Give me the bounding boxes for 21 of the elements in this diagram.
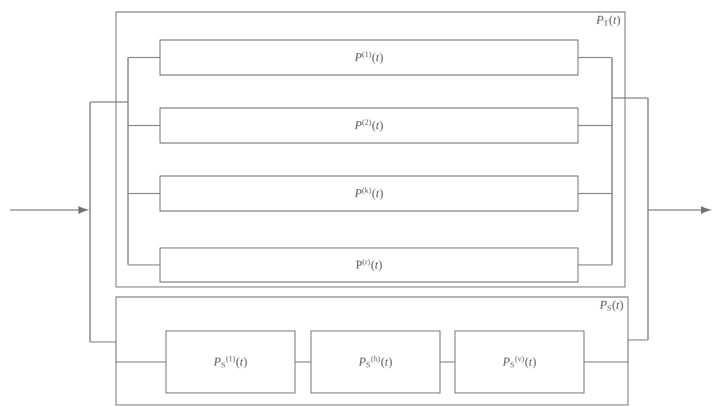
process-box: P$^{(k)}$(t) bbox=[160, 176, 578, 212]
connector-line bbox=[578, 264, 612, 266]
connector-line bbox=[584, 340, 648, 362]
connector-line bbox=[128, 125, 160, 126]
process-box: P$^{(r)}$(t) bbox=[160, 248, 578, 282]
process-box: P$_{S}$$^{(v)}$(t) bbox=[454, 330, 584, 394]
arrow bbox=[10, 206, 88, 214]
process-box: P$_{S}$$^{(1)}$(t) bbox=[166, 330, 296, 394]
connector-line bbox=[90, 342, 166, 362]
process-box: P$^{(1)}$(t) bbox=[160, 40, 578, 76]
connector-line bbox=[128, 193, 160, 194]
connector-line bbox=[578, 193, 612, 194]
connector-line bbox=[578, 57, 612, 58]
connector-line bbox=[578, 125, 612, 126]
arrow bbox=[648, 206, 711, 214]
connector-line bbox=[128, 264, 160, 266]
group-label: P$_{T}$(t) bbox=[596, 15, 620, 26]
process-box: P$^{(2)}$(t) bbox=[160, 108, 578, 144]
process-box: P$_{S}$$^{(h)}$(t) bbox=[310, 330, 440, 394]
connector-line bbox=[128, 57, 160, 58]
group-label: P$_{S}$(t) bbox=[600, 300, 624, 312]
